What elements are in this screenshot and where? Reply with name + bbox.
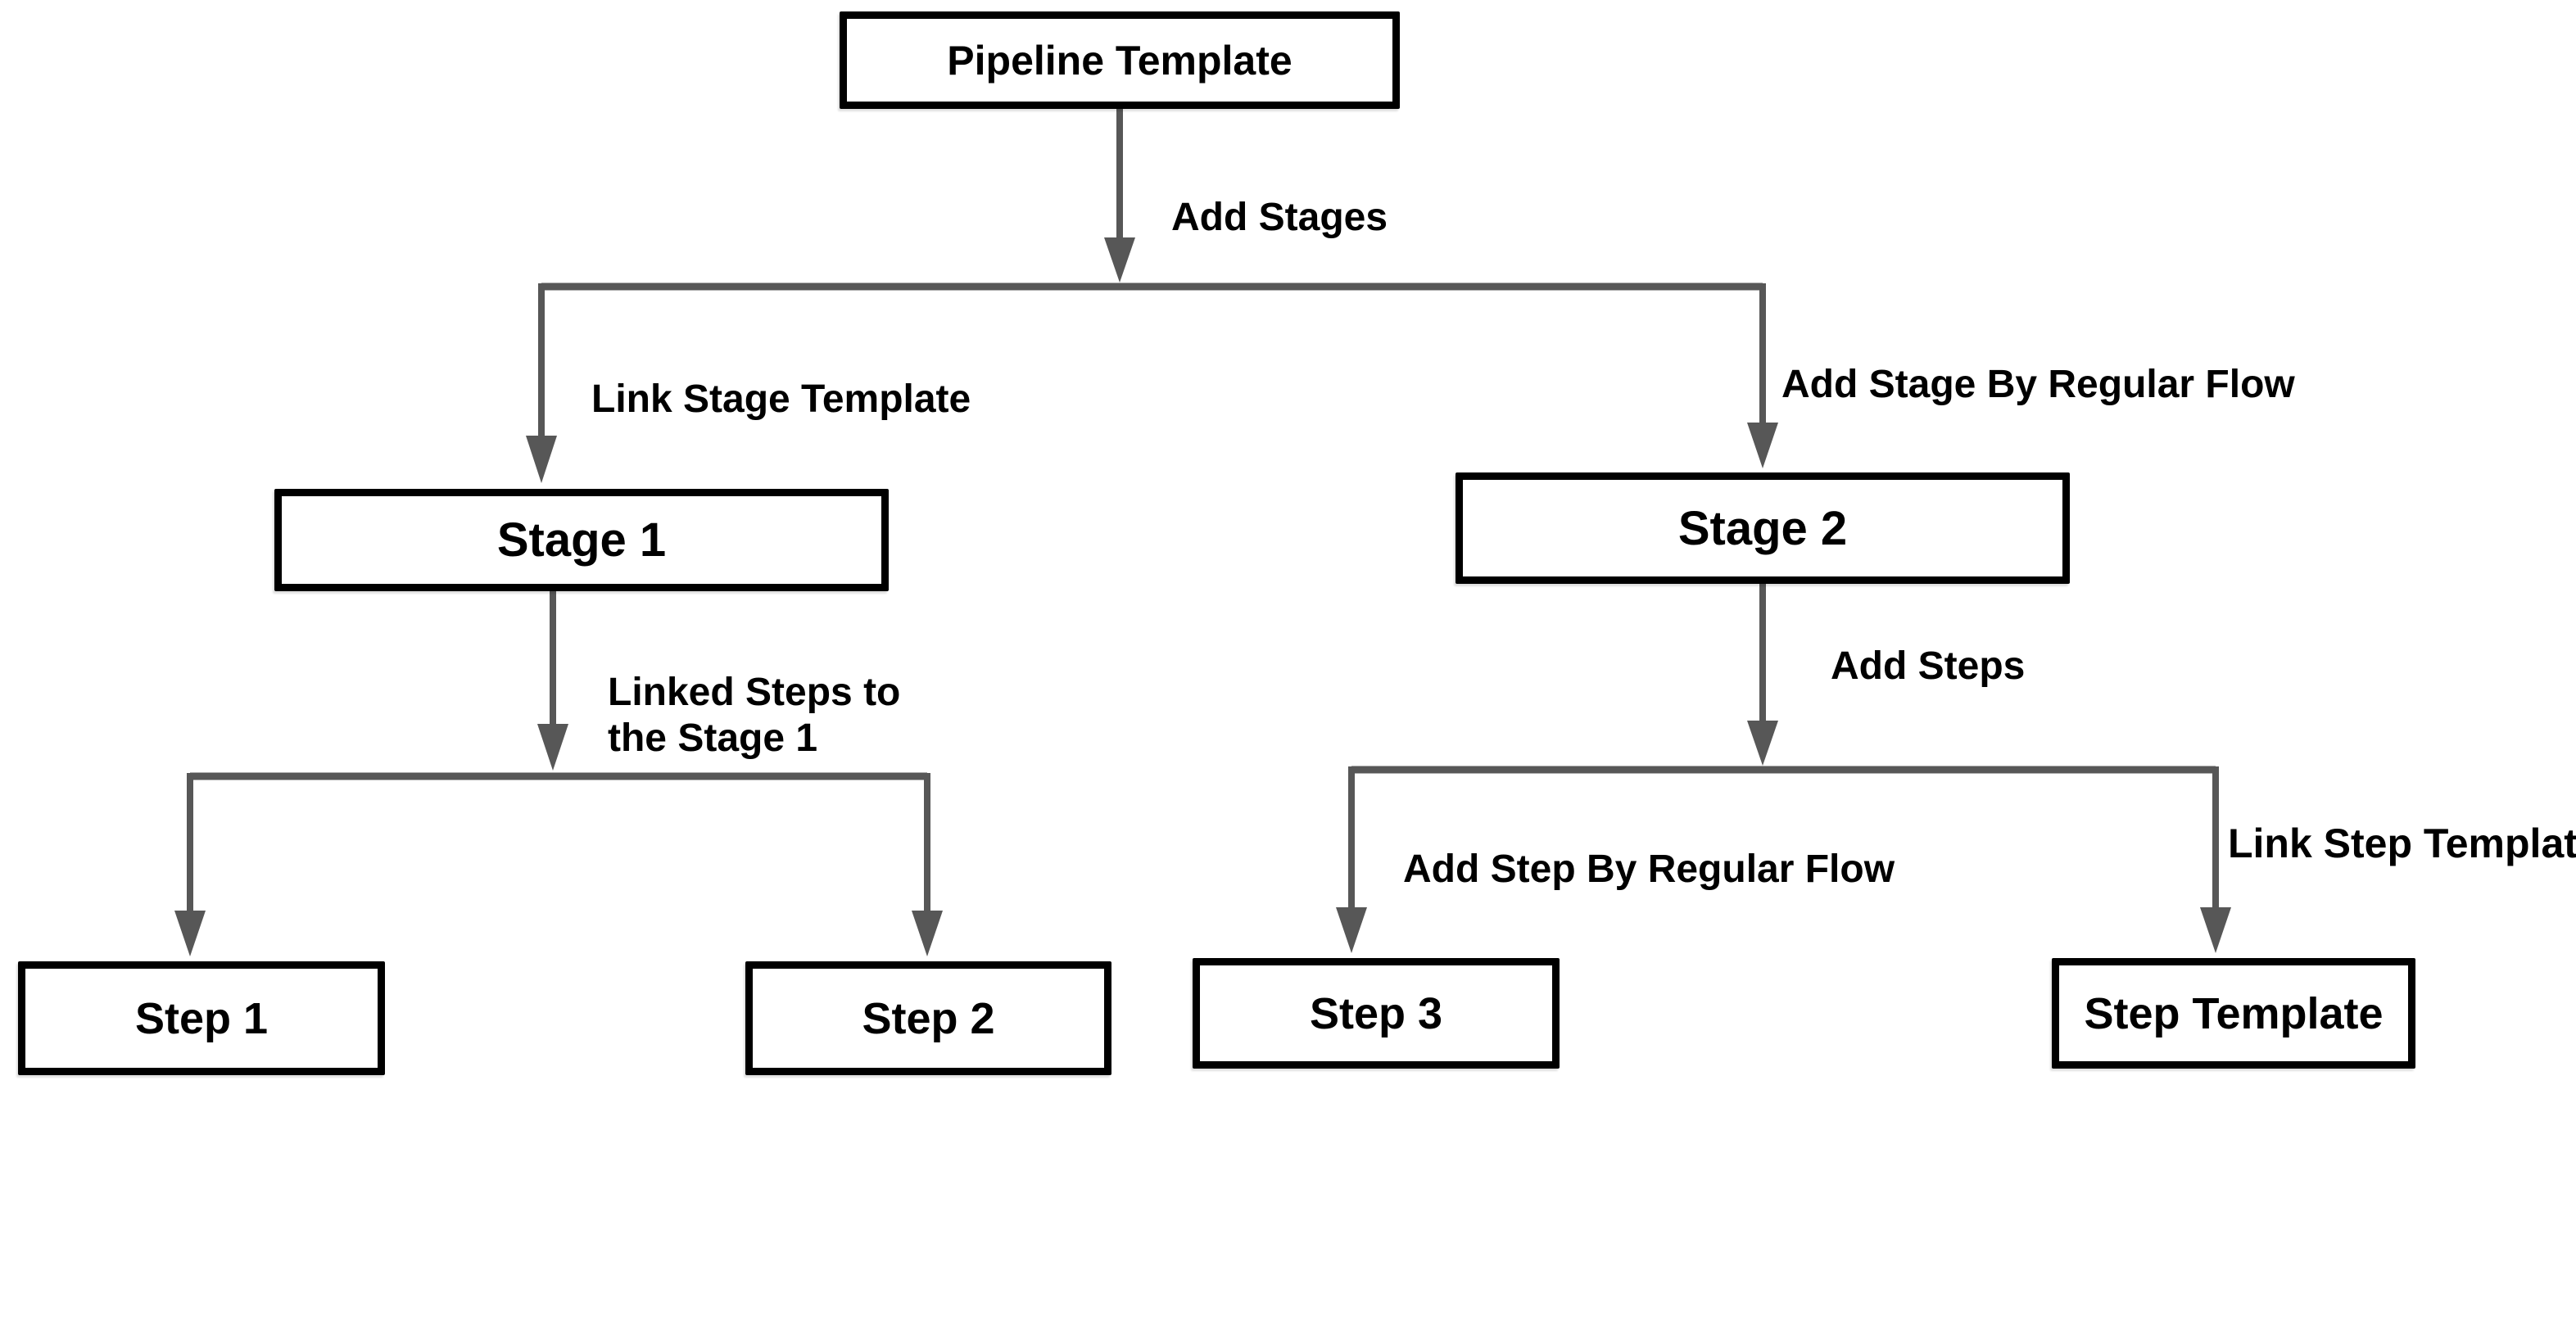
edge-lines xyxy=(187,109,2219,914)
edge-label-link-stage-template: Link Stage Template xyxy=(591,377,971,421)
edge-label-add-steps: Add Steps xyxy=(1831,644,2026,688)
edge-label-add-step-by-regular-flow: Add Step By Regular Flow xyxy=(1403,848,1895,891)
edge-arrowheads xyxy=(174,237,2231,956)
arrowhead-to-split xyxy=(1104,237,1135,283)
node-stage-1: Stage 1 xyxy=(274,489,889,591)
edge-label-add-stages: Add Stages xyxy=(1171,196,1388,239)
edge-label-linked-steps-line2: the Stage 1 xyxy=(608,716,818,760)
edge-label-linked-steps: Linked Steps to the Stage 1 xyxy=(608,670,900,762)
arrowhead-stage1-split xyxy=(537,724,568,771)
arrowhead-step2 xyxy=(912,911,943,956)
arrowhead-stage1 xyxy=(526,436,557,483)
edge-label-add-stage-by-regular-flow: Add Stage By Regular Flow xyxy=(1781,363,2295,406)
edge-label-linked-steps-line1: Linked Steps to xyxy=(608,671,901,714)
arrowhead-step1 xyxy=(174,911,206,956)
edge-label-link-step-template: Link Step Template xyxy=(2228,820,2576,866)
node-step-1: Step 1 xyxy=(18,961,385,1075)
arrowhead-steptemplate xyxy=(2200,907,2231,953)
node-step-template: Step Template xyxy=(2052,958,2415,1069)
node-step-3: Step 3 xyxy=(1193,958,1560,1069)
arrowhead-stage2 xyxy=(1747,423,1778,468)
arrowhead-step3 xyxy=(1336,907,1367,953)
node-stage-2: Stage 2 xyxy=(1456,472,2070,584)
node-step-2: Step 2 xyxy=(745,961,1111,1075)
arrowhead-stage2-split xyxy=(1747,721,1778,766)
node-pipeline-template: Pipeline Template xyxy=(840,11,1400,109)
